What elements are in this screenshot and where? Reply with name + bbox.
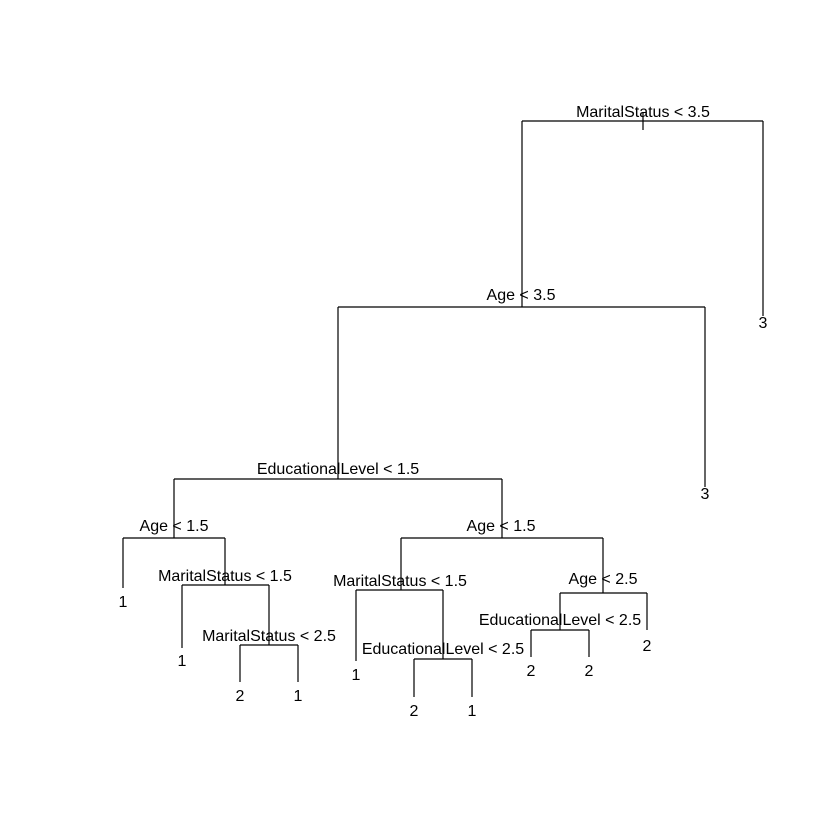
leaf-label: 1	[178, 653, 187, 670]
leaf-label: 1	[468, 703, 477, 720]
split-label-marital-status-3: MaritalStatus < 2.5	[202, 628, 336, 645]
leaf-label: 1	[352, 667, 361, 684]
tree-edges	[122, 112, 764, 697]
leaf-label: 1	[294, 688, 303, 705]
leaf-label: 2	[585, 663, 594, 680]
leaf-label: 3	[759, 315, 768, 332]
leaf-label: 2	[236, 688, 245, 705]
tree-labels: MaritalStatus < 3.5 Age < 3.5 Educationa…	[119, 104, 768, 720]
split-label-educational-level-3: EducationalLevel < 2.5	[479, 612, 641, 629]
leaf-label: 2	[527, 663, 536, 680]
split-label-root: MaritalStatus < 3.5	[576, 104, 710, 121]
split-label-age-4: Age < 2.5	[569, 571, 638, 588]
split-label-marital-status-4: MaritalStatus < 1.5	[333, 573, 467, 590]
split-label-age-3: Age < 1.5	[467, 518, 536, 535]
split-label-age-2: Age < 1.5	[140, 518, 209, 535]
split-label-marital-status-2: MaritalStatus < 1.5	[158, 568, 292, 585]
leaf-label: 2	[410, 703, 419, 720]
leaf-label: 1	[119, 594, 128, 611]
leaf-label: 2	[643, 638, 652, 655]
split-label-age-1: Age < 3.5	[487, 287, 556, 304]
leaf-label: 3	[701, 486, 710, 503]
split-label-educational-level-2: EducationalLevel < 2.5	[362, 641, 524, 658]
split-label-educational-level-1: EducationalLevel < 1.5	[257, 461, 419, 478]
